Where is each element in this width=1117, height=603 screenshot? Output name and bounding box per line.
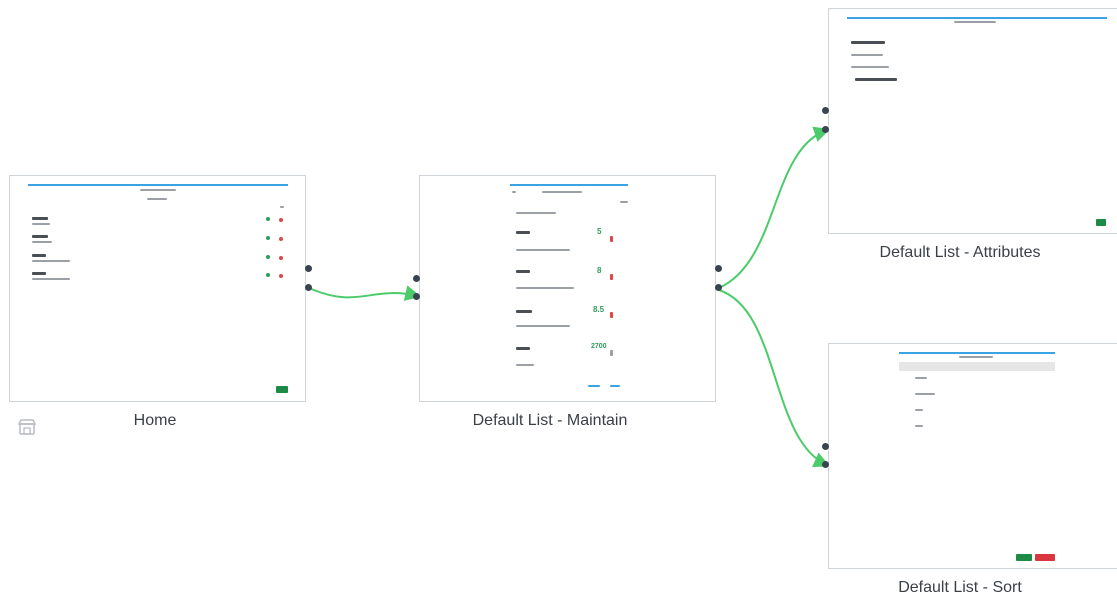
save-button[interactable] (1016, 554, 1032, 561)
screen-attributes[interactable] (828, 8, 1117, 234)
port-maintain-out-1[interactable] (715, 265, 722, 272)
screen-label-maintain: Default List - Maintain (472, 412, 628, 429)
edge-home-to-maintain[interactable] (308, 285, 422, 301)
port-home-1[interactable] (305, 265, 312, 272)
header-bar (28, 184, 288, 186)
store-icon[interactable] (18, 418, 36, 436)
value-1: 5 (597, 227, 602, 236)
port-maintain-in-1[interactable] (413, 275, 420, 282)
value-2: 8 (597, 266, 602, 275)
port-maintain-in-2[interactable] (413, 293, 420, 300)
screen-label-sort: Default List - Sort (898, 579, 1022, 596)
header-bar (899, 352, 1055, 354)
screen-label-attributes: Default List - Attributes (879, 244, 1041, 261)
cancel-button[interactable] (1035, 554, 1055, 561)
save-button[interactable] (276, 386, 288, 393)
edge-maintain-to-attributes[interactable] (718, 126, 831, 289)
edge-maintain-to-sort[interactable] (718, 289, 830, 468)
port-home-2[interactable] (305, 284, 312, 291)
port-sort-1[interactable] (822, 443, 829, 450)
value-3: 8.5 (593, 305, 605, 314)
port-sort-2[interactable] (822, 461, 829, 468)
screen-home[interactable] (9, 175, 306, 402)
selected-row[interactable] (899, 362, 1055, 371)
header-bar (510, 184, 628, 186)
port-attributes-2[interactable] (822, 126, 829, 133)
screen-sort[interactable] (828, 343, 1117, 569)
port-maintain-out-2[interactable] (715, 284, 722, 291)
screen-label-home: Home (133, 412, 177, 429)
screen-maintain[interactable]: 5 8 8.5 2700 (419, 175, 716, 402)
port-attributes-1[interactable] (822, 107, 829, 114)
value-4: 2700 (591, 343, 607, 350)
header-bar (847, 17, 1107, 19)
save-button[interactable] (1096, 219, 1106, 226)
